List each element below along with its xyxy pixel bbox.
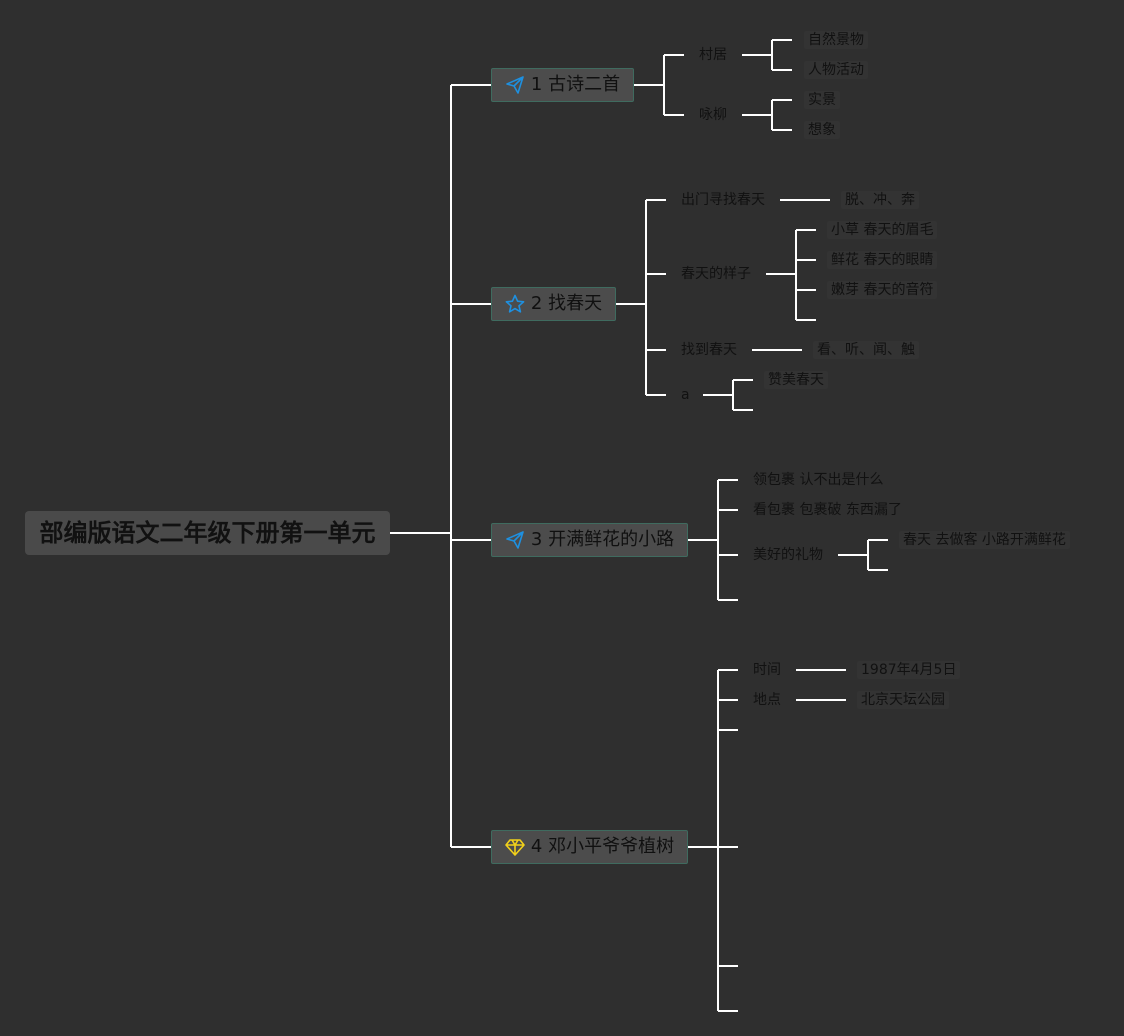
subtopic[interactable]: 时间: [753, 662, 781, 678]
subtopic[interactable]: 找到春天: [681, 342, 737, 358]
topic-4[interactable]: 4 邓小平爷爷植树: [491, 830, 688, 864]
leaf-node[interactable]: 小草 春天的眉毛: [827, 221, 938, 239]
paper-plane-icon: [505, 75, 525, 95]
topic-label: 1 古诗二首: [530, 74, 621, 95]
leaf-node[interactable]: 看、听、闻、触: [813, 341, 919, 359]
leaf-node[interactable]: 北京天坛公园: [857, 691, 949, 709]
leaf-node[interactable]: 人物活动: [804, 61, 868, 79]
leaf-node[interactable]: 自然景物: [804, 31, 868, 49]
topic-label: 2 找春天: [530, 293, 603, 314]
subtopic[interactable]: 春天的样子: [681, 266, 751, 282]
diamond-icon: [505, 837, 525, 857]
subtopic[interactable]: 村居: [699, 47, 727, 63]
leaf-node[interactable]: 鲜花 春天的眼睛: [827, 251, 938, 269]
topic-3[interactable]: 3 开满鲜花的小路: [491, 523, 688, 557]
subtopic[interactable]: 出门寻找春天: [681, 192, 765, 208]
topic-label: 3 开满鲜花的小路: [530, 529, 675, 550]
topic-2[interactable]: 2 找春天: [491, 287, 616, 321]
leaf-node[interactable]: 春天 去做客 小路开满鲜花: [899, 531, 1070, 549]
subtopic[interactable]: 看包裹 包裹破 东西漏了: [753, 502, 902, 518]
subtopic[interactable]: 领包裹 认不出是什么: [753, 472, 884, 488]
subtopic[interactable]: 咏柳: [699, 107, 727, 123]
subtopic[interactable]: 地点: [753, 692, 781, 708]
subtopic[interactable]: a: [681, 387, 690, 403]
leaf-node[interactable]: 嫩芽 春天的音符: [827, 281, 938, 299]
leaf-node[interactable]: 脱、冲、奔: [841, 191, 919, 209]
subtopic[interactable]: 美好的礼物: [753, 547, 823, 563]
leaf-node[interactable]: 实景: [804, 91, 840, 109]
topic-label: 4 邓小平爷爷植树: [530, 836, 675, 857]
leaf-node[interactable]: 想象: [804, 121, 840, 139]
leaf-node[interactable]: 1987年4月5日: [857, 661, 961, 679]
leaf-node[interactable]: 赞美春天: [764, 371, 828, 389]
paper-plane-icon: [505, 530, 525, 550]
root-topic[interactable]: 部编版语文二年级下册第一单元: [25, 511, 390, 555]
star-icon: [505, 294, 525, 314]
topic-1[interactable]: 1 古诗二首: [491, 68, 634, 102]
